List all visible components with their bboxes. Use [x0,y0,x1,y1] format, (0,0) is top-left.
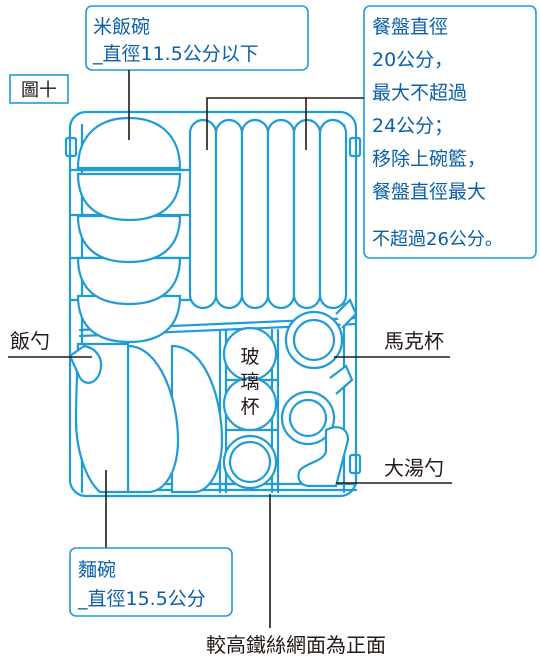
figure-label-box [9,74,69,104]
rice-scoop-label: 飯勺 [10,329,50,353]
ladle-shape [297,426,350,488]
plate-callout-box [363,5,537,259]
rice-bowl-callout-box [85,5,309,71]
rack-clip [64,136,78,158]
mug-label: 馬克杯 [384,329,444,353]
rice-bowl [76,172,182,222]
rice-bowl [76,294,182,344]
noodle-bowl-callout-line2: _直徑15.5公分 [77,588,206,610]
glass-cup [222,376,278,432]
mug-inner [292,318,336,362]
plate [318,118,348,310]
figure-label: 圖十 [9,74,69,104]
noodle-bowl-callout-line1: 麵碗 [78,559,116,581]
rack-clip [348,136,362,158]
plate [188,118,218,310]
plate-callout-line5: 移除上碗籃， [372,148,486,170]
noodle-bowl-callout-box [69,547,233,617]
mug-handle [335,298,358,329]
plate [240,118,270,310]
front-note-label: 較高鐵絲網面為正面 [206,633,386,657]
figure-label-text: 圖十 [21,80,57,101]
rack-frame [68,110,358,498]
rice-bowl-callout: 米飯碗 _直徑11.5公分以下 [85,5,309,140]
rice-bowl-callout-line1: 米飯碗 [93,16,150,38]
rice-bowl-callout-line2: _直徑11.5公分以下 [92,43,259,65]
plate-callout: 餐盤直徑 20公分， 最大不超過 24公分； 移除上碗籃， 餐盤直徑最大 不超過… [206,5,537,259]
plate-rack [188,118,348,310]
mug-handle [329,364,354,395]
rice-scoop-shape [68,344,103,384]
glass-cups [222,326,278,490]
plate-leader [206,97,364,150]
lower-plate [170,344,224,494]
glass-cup-inner [228,440,272,484]
glass-label-1: 玻 [240,346,259,368]
plate [266,118,296,310]
ladle-label-group: 大湯勺 [336,456,452,484]
mug-label-group: 馬克杯 [334,329,450,358]
noodle-bowl-callout: 麵碗 _直徑15.5公分 [69,470,233,617]
plate-callout-line7: 不超過26公分。 [372,229,503,250]
lower-plate [126,344,180,494]
rice-bowl-stack [74,116,184,344]
rice-scoop-label-group: 飯勺 [8,329,92,358]
plate-callout-line1: 餐盤直徑 [372,16,448,38]
front-note-group: 較高鐵絲網面為正面 [206,494,386,657]
mug-inner [288,398,328,438]
glass-label-2: 璃 [240,371,259,393]
noodle-bowl-group [68,342,224,494]
glass-label-group: 玻 璃 杯 [240,346,259,418]
ladle-label: 大湯勺 [384,456,444,480]
plate-callout-line4: 24公分； [372,115,453,137]
plate-callout-line3: 最大不超過 [372,82,467,104]
plate-callout-line6: 餐盤直徑最大 [372,181,486,203]
glass-label-3: 杯 [240,396,259,418]
plate-callout-line2: 20公分， [372,49,453,71]
mug-group [280,298,358,488]
rack-clip [348,453,362,475]
rice-bowl [76,214,182,264]
plate [292,118,322,310]
plate [214,118,244,310]
rice-bowl [76,256,182,306]
